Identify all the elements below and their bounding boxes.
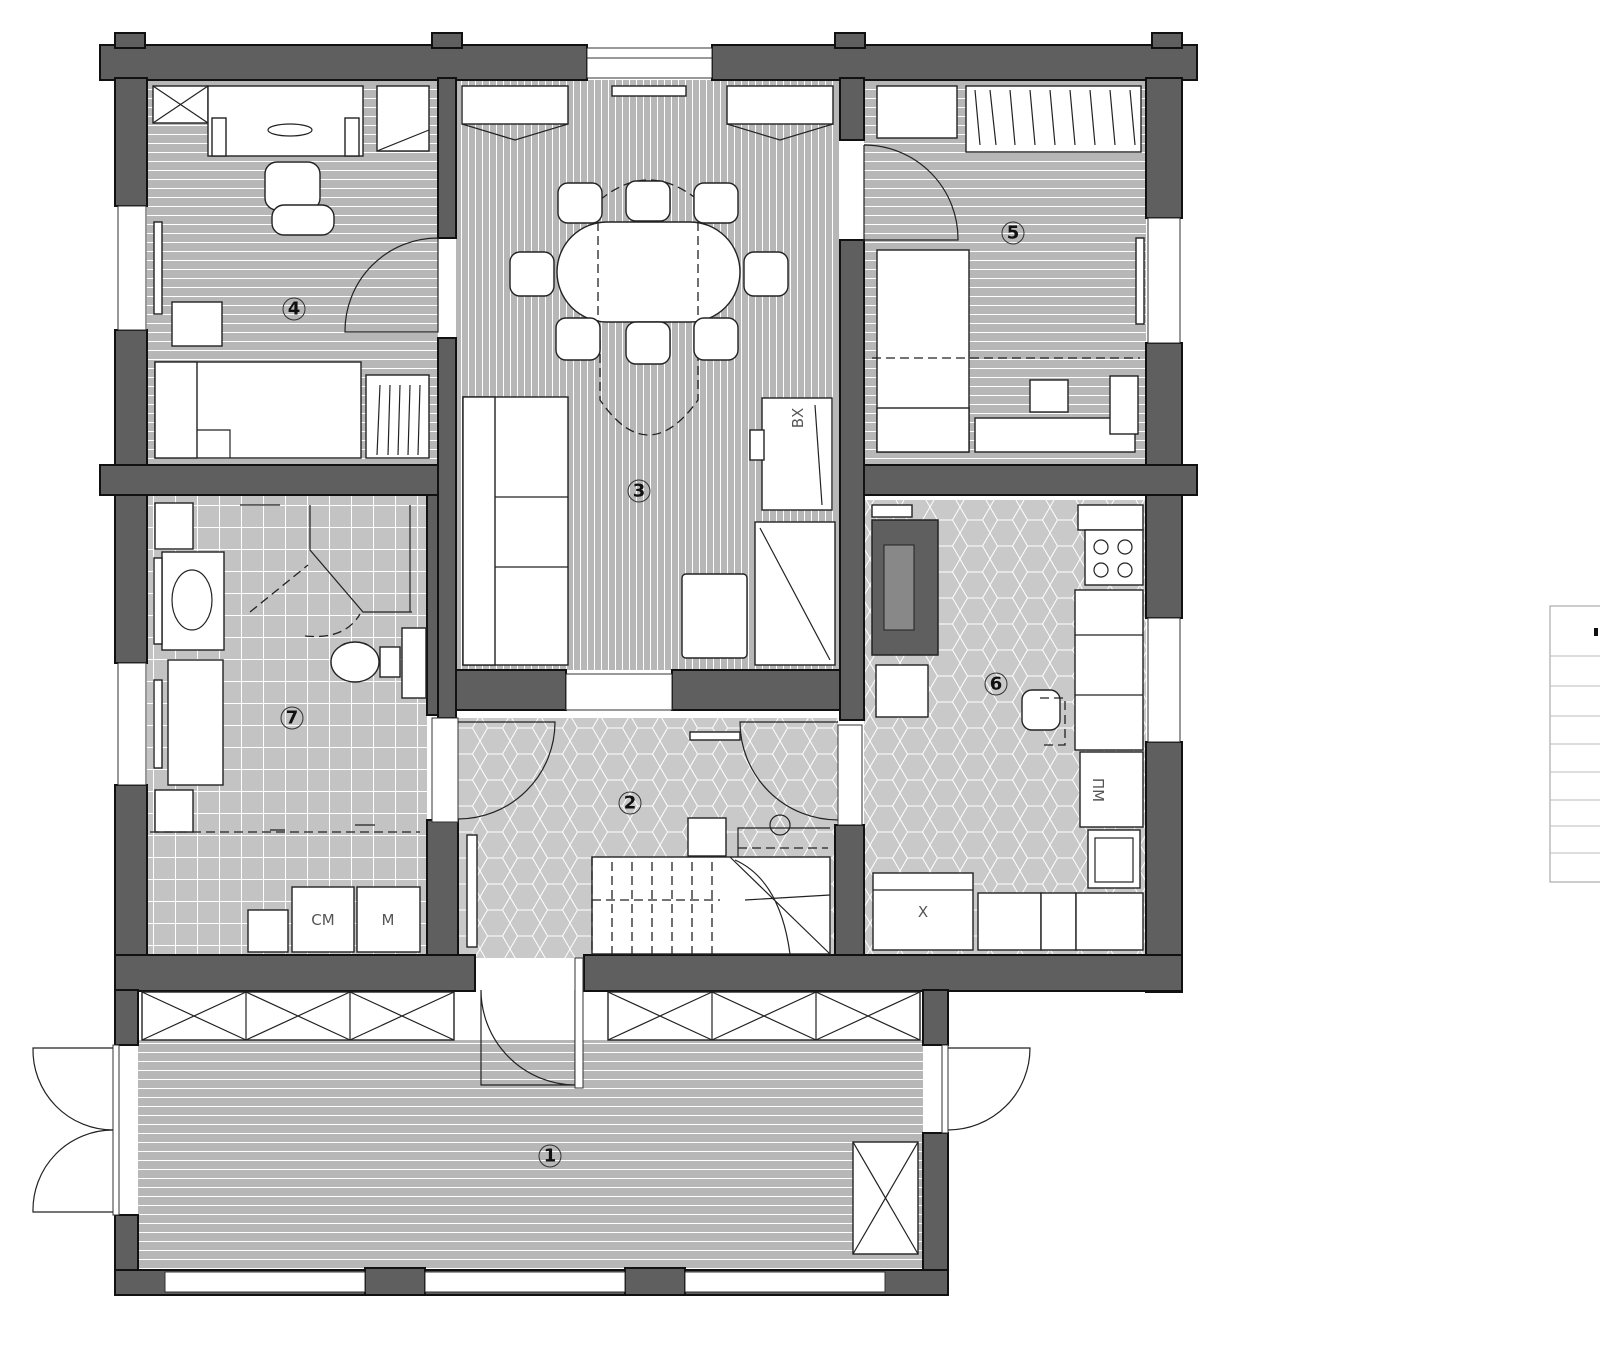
terrace-window-3 — [684, 1271, 886, 1293]
floor-room-1 — [138, 1040, 923, 1270]
legend-table-partial — [1549, 605, 1600, 883]
room-label-3: 3 — [627, 479, 651, 503]
dishwasher — [1079, 751, 1144, 828]
windows — [117, 47, 1181, 1293]
window-left-room-7 — [117, 662, 147, 786]
fridge — [872, 872, 974, 951]
room-label-2: 2 — [618, 791, 642, 815]
kitchen-counter — [1074, 589, 1144, 751]
terrace-window-2 — [424, 1271, 626, 1293]
stair-steps — [591, 827, 831, 955]
svg-text:2: 2 — [624, 793, 637, 814]
svg-text:1: 1 — [544, 1146, 557, 1167]
room-6-furniture: ПМ Х — [871, 504, 1144, 951]
kitchen-sink — [1087, 829, 1141, 889]
side-table — [875, 664, 929, 718]
room-label-6: 6 — [984, 672, 1008, 696]
label-x: Х — [918, 903, 928, 921]
label-vx: ВХ — [789, 408, 807, 429]
radiator — [611, 85, 687, 97]
terrace-window-1 — [164, 1271, 366, 1293]
window-left-room-4 — [117, 205, 147, 331]
window-right-room-6 — [1147, 617, 1181, 743]
toilet — [330, 641, 380, 683]
wardrobe-vx — [761, 397, 833, 511]
pouf — [171, 301, 223, 347]
terrace-doors-right[interactable] — [941, 1044, 1031, 1134]
room-4-furniture — [152, 85, 430, 459]
room-2-furniture — [431, 717, 863, 955]
svg-text:6: 6 — [990, 674, 1003, 695]
room-label-7: 7 — [280, 706, 304, 730]
washing-machine — [291, 886, 355, 953]
kitchen-chair — [1021, 689, 1061, 731]
svg-text:4: 4 — [288, 299, 301, 320]
svg-text:5: 5 — [1007, 223, 1020, 244]
door-hall-left[interactable] — [457, 721, 556, 820]
svg-text:3: 3 — [633, 481, 646, 502]
svg-text:7: 7 — [286, 708, 299, 729]
terrace-doors-left[interactable] — [32, 1044, 120, 1216]
room-label-1: 1 — [538, 1144, 562, 1168]
desk — [207, 85, 364, 157]
room-label-4: 4 — [282, 297, 306, 321]
room-label-5: 5 — [1001, 221, 1025, 245]
door-room-4[interactable] — [344, 237, 439, 333]
room-7-furniture: СМ М — [150, 502, 427, 953]
dining-chairs — [509, 180, 789, 365]
stove — [1084, 529, 1144, 586]
desk-room-5 — [974, 417, 1136, 453]
office-chair — [264, 161, 321, 211]
vanity — [161, 551, 225, 651]
room-1-furniture — [141, 991, 921, 1255]
room-3-furniture: ВХ — [461, 85, 836, 666]
room-5-furniture — [872, 85, 1142, 453]
sink-m — [356, 886, 421, 953]
nightstand — [376, 85, 430, 152]
window-right-room-5 — [1147, 217, 1181, 344]
bathtub — [167, 659, 224, 786]
door-room-5[interactable] — [863, 144, 959, 241]
stool — [687, 817, 727, 857]
label-pm: ПМ — [1089, 778, 1107, 802]
window-top-room-3 — [586, 47, 713, 79]
room-labels: 1 2 3 4 5 6 7 — [280, 221, 1025, 1168]
sink — [171, 569, 213, 631]
window-room-3-bottom — [565, 673, 673, 711]
door-hall-right[interactable] — [739, 721, 839, 821]
staircase — [591, 856, 831, 955]
dining-table — [556, 221, 741, 323]
armchair — [681, 573, 748, 659]
label-m: М — [382, 911, 395, 929]
label-sm: СМ — [311, 911, 334, 929]
